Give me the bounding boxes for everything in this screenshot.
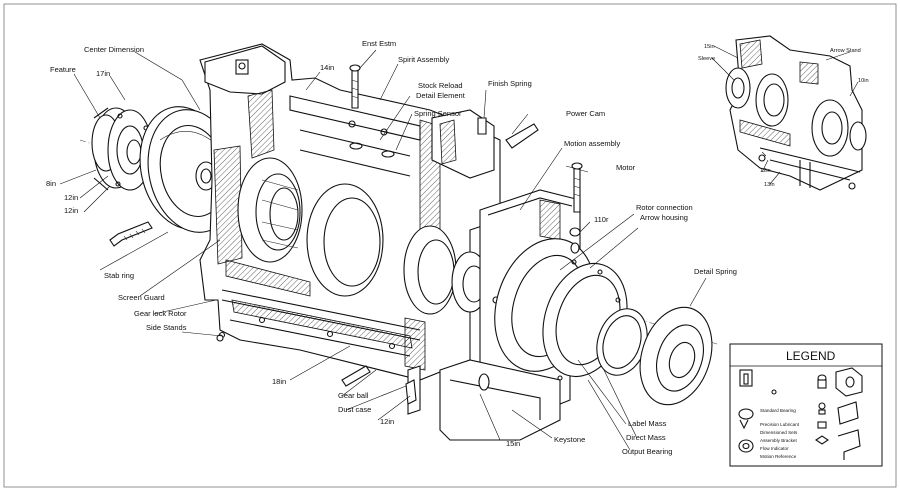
label-motor: Motor xyxy=(616,163,636,172)
main-exploded-view: Center Dimension Feature 17in 8in 12in 1… xyxy=(46,39,737,456)
inset-label-sleeve: Sleeve xyxy=(698,56,715,62)
label-side-stands: Side Stands xyxy=(146,323,187,332)
label-dim-17in: 17in xyxy=(96,69,110,78)
label-label-mass: Label Mass xyxy=(628,419,667,428)
label-stab-ring: Stab ring xyxy=(104,271,134,280)
exploded-rings xyxy=(494,238,713,406)
label-spirit-assembly: Spirit Assembly xyxy=(398,55,450,64)
label-direct-mass: Direct Mass xyxy=(626,433,666,442)
label-dim-15in: 15in xyxy=(506,439,520,448)
label-motion-assembly: Motion assembly xyxy=(564,139,621,148)
bearing-icon xyxy=(738,408,754,430)
fitting-icon xyxy=(815,374,829,445)
label-power-cam: Power Cam xyxy=(566,109,605,118)
legend-panel: LEGEND Standard Bearing Precision Lubric… xyxy=(729,343,883,467)
legend-title: LEGEND xyxy=(786,349,836,363)
label-dim-14in: 14in xyxy=(320,63,334,72)
bracket-icon xyxy=(835,367,863,460)
label-enst-estm: Enst Estm xyxy=(362,39,396,48)
label-output-bearing: Output Bearing xyxy=(622,447,672,456)
label-dim-12in-a: 12in xyxy=(64,193,78,202)
ring-icon xyxy=(738,439,754,453)
label-dim-12in-b: 12in xyxy=(64,206,78,215)
inset-label-dim-15in: 15in xyxy=(704,44,715,50)
legend-item-2: Precision Lubricant xyxy=(760,422,800,427)
label-dim-18in: 18in xyxy=(272,377,286,386)
label-center-dimension: Center Dimension xyxy=(84,45,144,54)
sheet-border xyxy=(3,3,897,488)
label-left-feature: Feature xyxy=(50,65,76,74)
label-dust-case: Dust case xyxy=(338,405,371,414)
bolt-lower-left xyxy=(109,221,153,247)
legend-item-4: Assembly Bracket xyxy=(760,438,797,443)
inset-label-dim-10in: 10in xyxy=(858,78,869,84)
legend-item-5: Flow Indicator xyxy=(760,446,789,451)
label-detail-spring: Detail Spring xyxy=(694,267,737,276)
small-bolts xyxy=(216,64,583,405)
inset-label-arrow-stand: Arrow Stand xyxy=(830,48,861,54)
bolt-icon xyxy=(739,369,777,395)
label-spring-sensor: Spring Sensor xyxy=(414,109,462,118)
label-arrow-housing: Arrow housing xyxy=(640,213,688,222)
label-dim-110r: 110r xyxy=(594,215,609,224)
label-keystone: Keystone xyxy=(554,435,585,444)
inset-label-dim-13in: 13in xyxy=(764,182,775,188)
inset-label-dim-12in: 12in xyxy=(760,168,771,174)
label-gear-lock-rotor: Gear lock Rotor xyxy=(134,309,187,318)
legend-item-6: Motion Reference xyxy=(760,454,797,459)
legend-item-3: Dimensioned Sets xyxy=(760,430,798,435)
label-rotor-connection: Rotor connection xyxy=(636,203,693,212)
label-gear-ball: Gear ball xyxy=(338,391,369,400)
label-detail-element: Detail Element xyxy=(416,91,466,100)
label-stock-reload: Stock Reload xyxy=(418,81,463,90)
leader-lines xyxy=(59,49,707,451)
label-dim-12in-c: 12in xyxy=(380,417,394,426)
label-finish-spring: Finish Spring xyxy=(488,79,532,88)
legend-item-1: Standard Bearing xyxy=(760,408,796,413)
label-dim-8in: 8in xyxy=(46,179,56,188)
inset-assembly-view: 15in Sleeve Arrow Stand 10in 12in 13in xyxy=(698,35,869,191)
label-screen-guard: Screen Guard xyxy=(118,293,165,302)
